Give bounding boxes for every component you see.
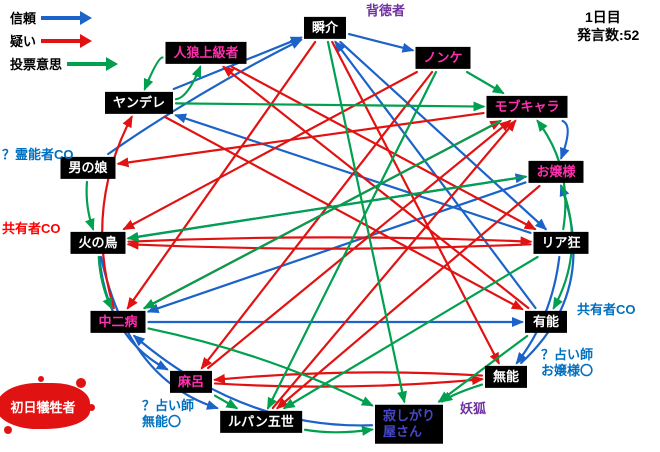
edge-doubt-maro-munou xyxy=(213,375,484,388)
edge-trust-ojousama-chuuni xyxy=(146,181,527,314)
blood-splatter-shape xyxy=(0,383,90,429)
edge-vote-nonke-lupin xyxy=(266,70,438,410)
edge-doubt-mob-otokonoko xyxy=(116,111,485,168)
legend-row-doubt: 疑い xyxy=(10,29,119,52)
edge-doubt-riakyou-hinotori xyxy=(126,239,532,250)
annotation-mason-co-right: 共有者CO xyxy=(577,302,636,317)
player-node-hinotori: 火の鳥 xyxy=(70,231,126,255)
edge-trust-otokonoko-shunsuke xyxy=(107,38,303,156)
blood-splatter-dot xyxy=(76,378,86,388)
legend-label-vote: 投票意思 xyxy=(10,57,63,72)
legend: 信頼 疑い 投票意思 xyxy=(10,6,119,75)
edge-doubt-maro-mob xyxy=(207,119,512,370)
edge-doubt-jinrou-riakyou xyxy=(231,65,537,231)
statement-count: 発言数:52 xyxy=(577,27,640,44)
edge-vote-riakyou-lupin xyxy=(282,255,539,410)
edge-vote-munou-sabishigari xyxy=(440,383,484,403)
player-node-mob: モブキャラ xyxy=(486,95,568,119)
edge-trust-shunsuke-nonke xyxy=(347,33,415,53)
edge-doubt-nonke-maro xyxy=(200,70,434,370)
edge-doubt-shunsuke-munou xyxy=(331,40,500,365)
edge-vote-jinrou-yandere xyxy=(143,56,164,91)
edge-doubt-hinotori-riakyou xyxy=(127,236,533,247)
edge-doubt-lupin-mob xyxy=(271,119,517,410)
legend-label-doubt: 疑い xyxy=(10,34,37,49)
first-victim-blob: 初日犠牲者 xyxy=(0,376,98,436)
doubt-arrow-icon xyxy=(41,33,93,48)
player-node-nonke: ノンケ xyxy=(415,46,471,70)
edge-doubt-ojousama-lupin xyxy=(275,184,541,410)
edge-vote-ojousama-hinotori xyxy=(126,175,527,242)
player-node-ojousama: お嬢様 xyxy=(528,160,584,184)
annotation-fox: 妖狐 xyxy=(460,401,487,416)
player-node-yandere: ヤンデレ xyxy=(104,91,174,115)
edge-doubt-yandere-yuunou xyxy=(163,115,524,311)
player-node-maro: 麻呂 xyxy=(169,370,213,394)
edge-vote-shunsuke-sabishigari xyxy=(326,40,408,404)
player-node-chuuni: 中二病 xyxy=(90,310,146,334)
annotation-medium-co: ？霊能者CO xyxy=(2,147,74,162)
annotation-mason-co-left: 共有者CO xyxy=(2,221,61,236)
edge-vote-maro-lupin xyxy=(213,394,239,410)
edge-doubt-shunsuke-chuuni xyxy=(126,40,317,310)
edge-vote-mob-chuuni xyxy=(142,119,502,310)
player-node-lupin: ルパン五世 xyxy=(220,410,302,434)
edge-vote-hinotori-chuuni xyxy=(97,255,113,310)
edge-vote-otokonoko-hinotori xyxy=(84,180,95,231)
player-node-yuunou: 有能 xyxy=(524,310,568,334)
edge-trust-shunsuke-riakyou xyxy=(339,40,548,231)
annotation-seer-ojousama: ？占い師 お嬢様〇 xyxy=(541,347,594,378)
player-node-shunsuke: 瞬介 xyxy=(303,16,347,40)
edge-vote-chuuni-sabishigari xyxy=(147,327,374,407)
vote-arrow-icon xyxy=(67,56,119,71)
edge-trust-mob-ojousama xyxy=(560,119,570,160)
blood-splatter-dot xyxy=(4,426,12,434)
annotation-immoralist: 背徳者 xyxy=(366,3,406,18)
player-node-otokonoko: 男の娘 xyxy=(60,156,116,180)
annotation-seer-munou: ？占い師 無能〇 xyxy=(142,398,195,429)
edge-vote-yuunou-sabishigari xyxy=(437,334,529,403)
player-node-munou: 無能 xyxy=(484,365,528,389)
day-info: 1日目 発言数:52 xyxy=(577,8,639,44)
edge-doubt-munou-maro xyxy=(213,371,484,384)
edge-doubt-nonke-hinotori xyxy=(122,70,418,231)
edge-vote-lupin-sabishigari xyxy=(303,426,374,436)
edge-trust-sabishigari-chuuni xyxy=(132,334,374,427)
edge-vote-yandere-mob xyxy=(174,101,486,112)
edge-vote-nonke-mob xyxy=(465,70,505,95)
edge-vote-yandere-jinrou xyxy=(174,65,202,101)
blood-splatter-dot xyxy=(88,404,95,411)
player-node-sabishigari: 寂しがり 屋さん xyxy=(374,404,444,444)
player-node-riakyou: リア狂 xyxy=(533,231,589,255)
first-victim-label: 初日犠牲者 xyxy=(10,399,76,415)
legend-label-trust: 信頼 xyxy=(10,11,37,26)
trust-arrow-icon xyxy=(41,10,93,25)
blood-splatter-dot xyxy=(38,376,44,382)
player-node-jinrou: 人狼上級者 xyxy=(165,41,247,65)
legend-row-trust: 信頼 xyxy=(10,6,119,29)
legend-row-vote: 投票意思 xyxy=(10,52,119,75)
day-number: 1日目 xyxy=(585,9,621,25)
edge-doubt-chuuni-yandere xyxy=(101,115,133,310)
